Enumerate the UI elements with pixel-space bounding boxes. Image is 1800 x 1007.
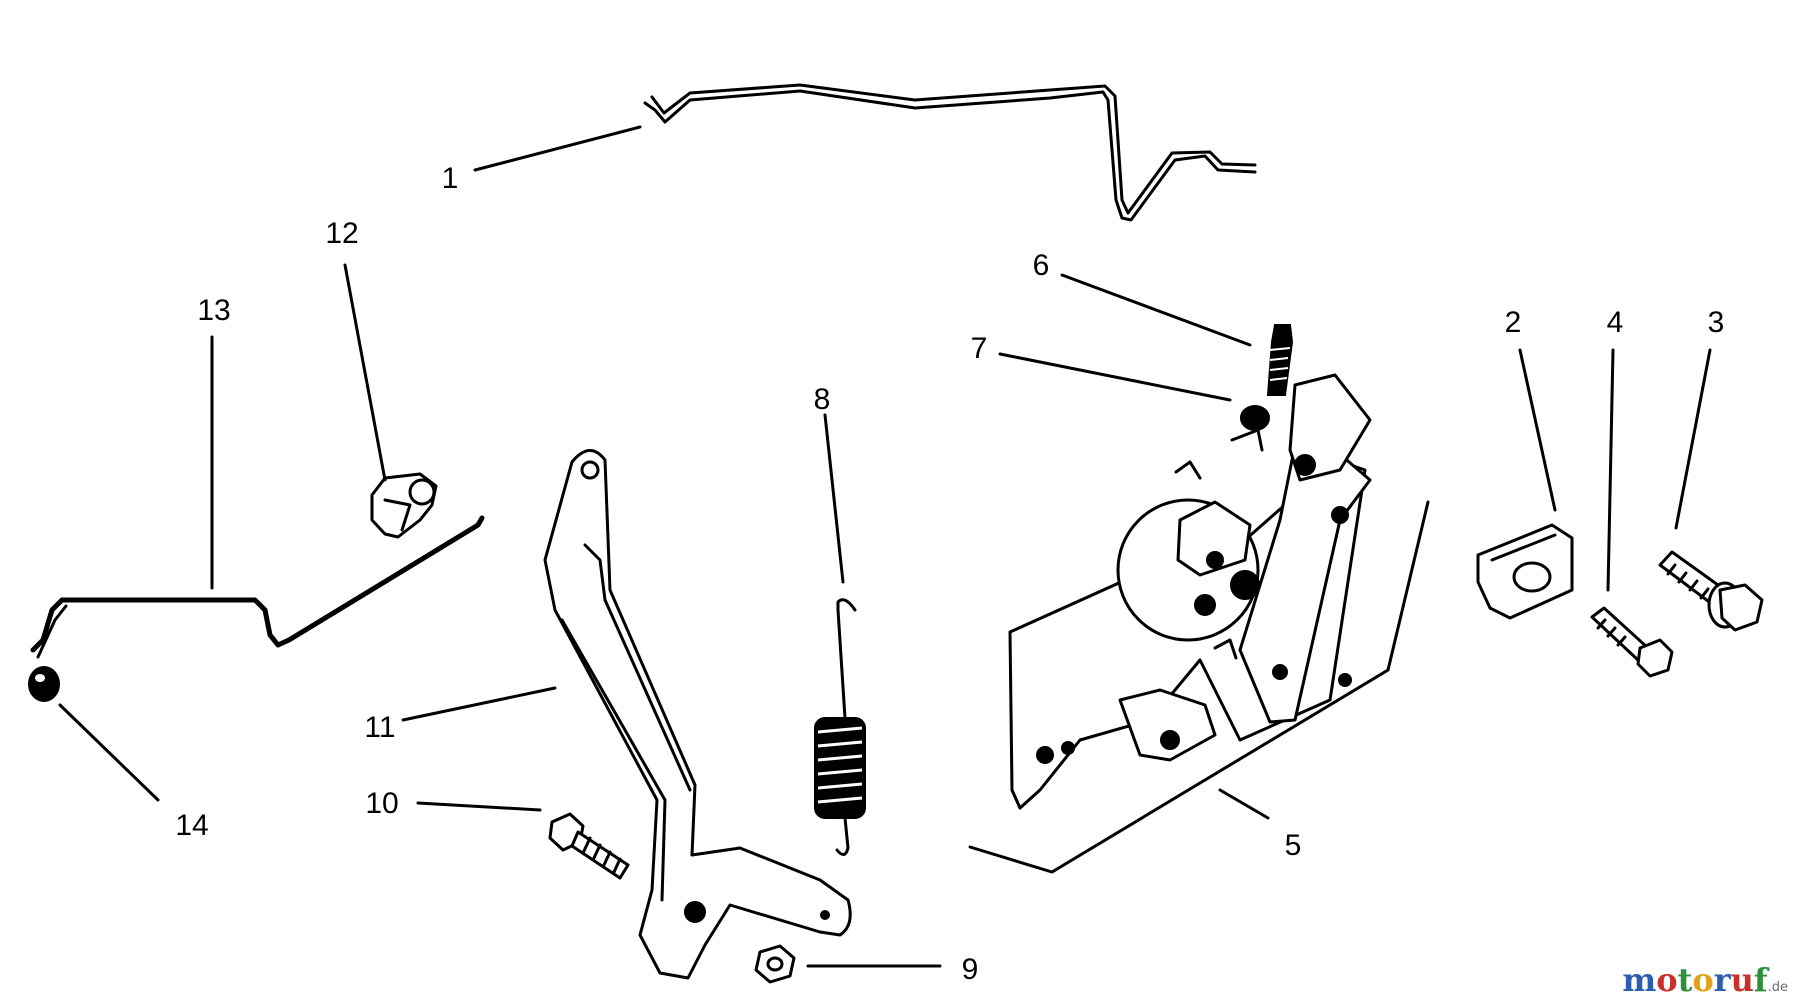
part-3-flange-bolt — [1658, 550, 1764, 632]
callout-5: 5 — [1285, 829, 1302, 862]
part-10-bolt — [548, 812, 630, 880]
part-7-washer — [1240, 405, 1270, 431]
part-1-throttle-rod — [643, 83, 1257, 222]
callout-10: 10 — [365, 787, 398, 820]
watermark-brand: motoruf — [1622, 961, 1767, 999]
leader-12 — [343, 263, 387, 482]
callout-9: 9 — [962, 953, 979, 986]
callout-4: 4 — [1607, 306, 1624, 339]
leader-lines — [58, 125, 1712, 968]
part-9-nut — [754, 944, 796, 984]
part-13-choke-rod — [30, 515, 485, 659]
watermark-letter: m — [1622, 961, 1657, 999]
callout-1: 1 — [442, 162, 459, 195]
watermark-letter: o — [1692, 961, 1714, 999]
leader-2 — [1518, 348, 1557, 512]
part-14-grommet — [28, 666, 60, 702]
callout-11: 11 — [364, 711, 395, 744]
leader-4 — [1606, 348, 1615, 592]
callout-3: 3 — [1708, 306, 1725, 339]
leader-7 — [998, 352, 1232, 402]
part-8-spring — [814, 598, 866, 856]
part-5-bracket-line — [968, 500, 1430, 874]
watermark-letter: t — [1677, 961, 1693, 999]
callouts: 1 2 3 4 5 6 7 8 9 10 11 12 13 14 — [175, 162, 1724, 986]
callout-12: 12 — [325, 217, 358, 250]
part-12-rod-clip — [370, 472, 438, 539]
leader-3 — [1674, 348, 1712, 530]
part-4-bolt — [1590, 606, 1674, 678]
watermark-letter: o — [1656, 961, 1678, 999]
callout-14: 14 — [175, 809, 208, 842]
callout-6: 6 — [1033, 249, 1050, 282]
watermark-letter: u — [1730, 961, 1754, 999]
leader-8 — [823, 413, 845, 584]
callout-2: 2 — [1505, 306, 1522, 339]
watermark-letter: r — [1713, 961, 1731, 999]
part-11-control-lever — [543, 449, 852, 980]
leader-14 — [58, 703, 160, 802]
part-6-screw — [1266, 324, 1294, 396]
watermark-letter: f — [1753, 961, 1768, 999]
part-2-cable-clamp — [1476, 523, 1574, 620]
leader-5 — [1218, 788, 1270, 820]
watermark-suffix: .de — [1767, 980, 1788, 995]
leader-10 — [416, 801, 542, 812]
callout-7: 7 — [971, 332, 988, 365]
leader-1 — [473, 125, 642, 172]
leader-11 — [401, 686, 557, 722]
callout-13: 13 — [197, 294, 230, 327]
callout-8: 8 — [814, 383, 831, 416]
leader-6 — [1060, 273, 1252, 347]
watermark-logo: motoruf.de — [1622, 961, 1788, 999]
part-5-control-assembly — [1008, 373, 1372, 810]
